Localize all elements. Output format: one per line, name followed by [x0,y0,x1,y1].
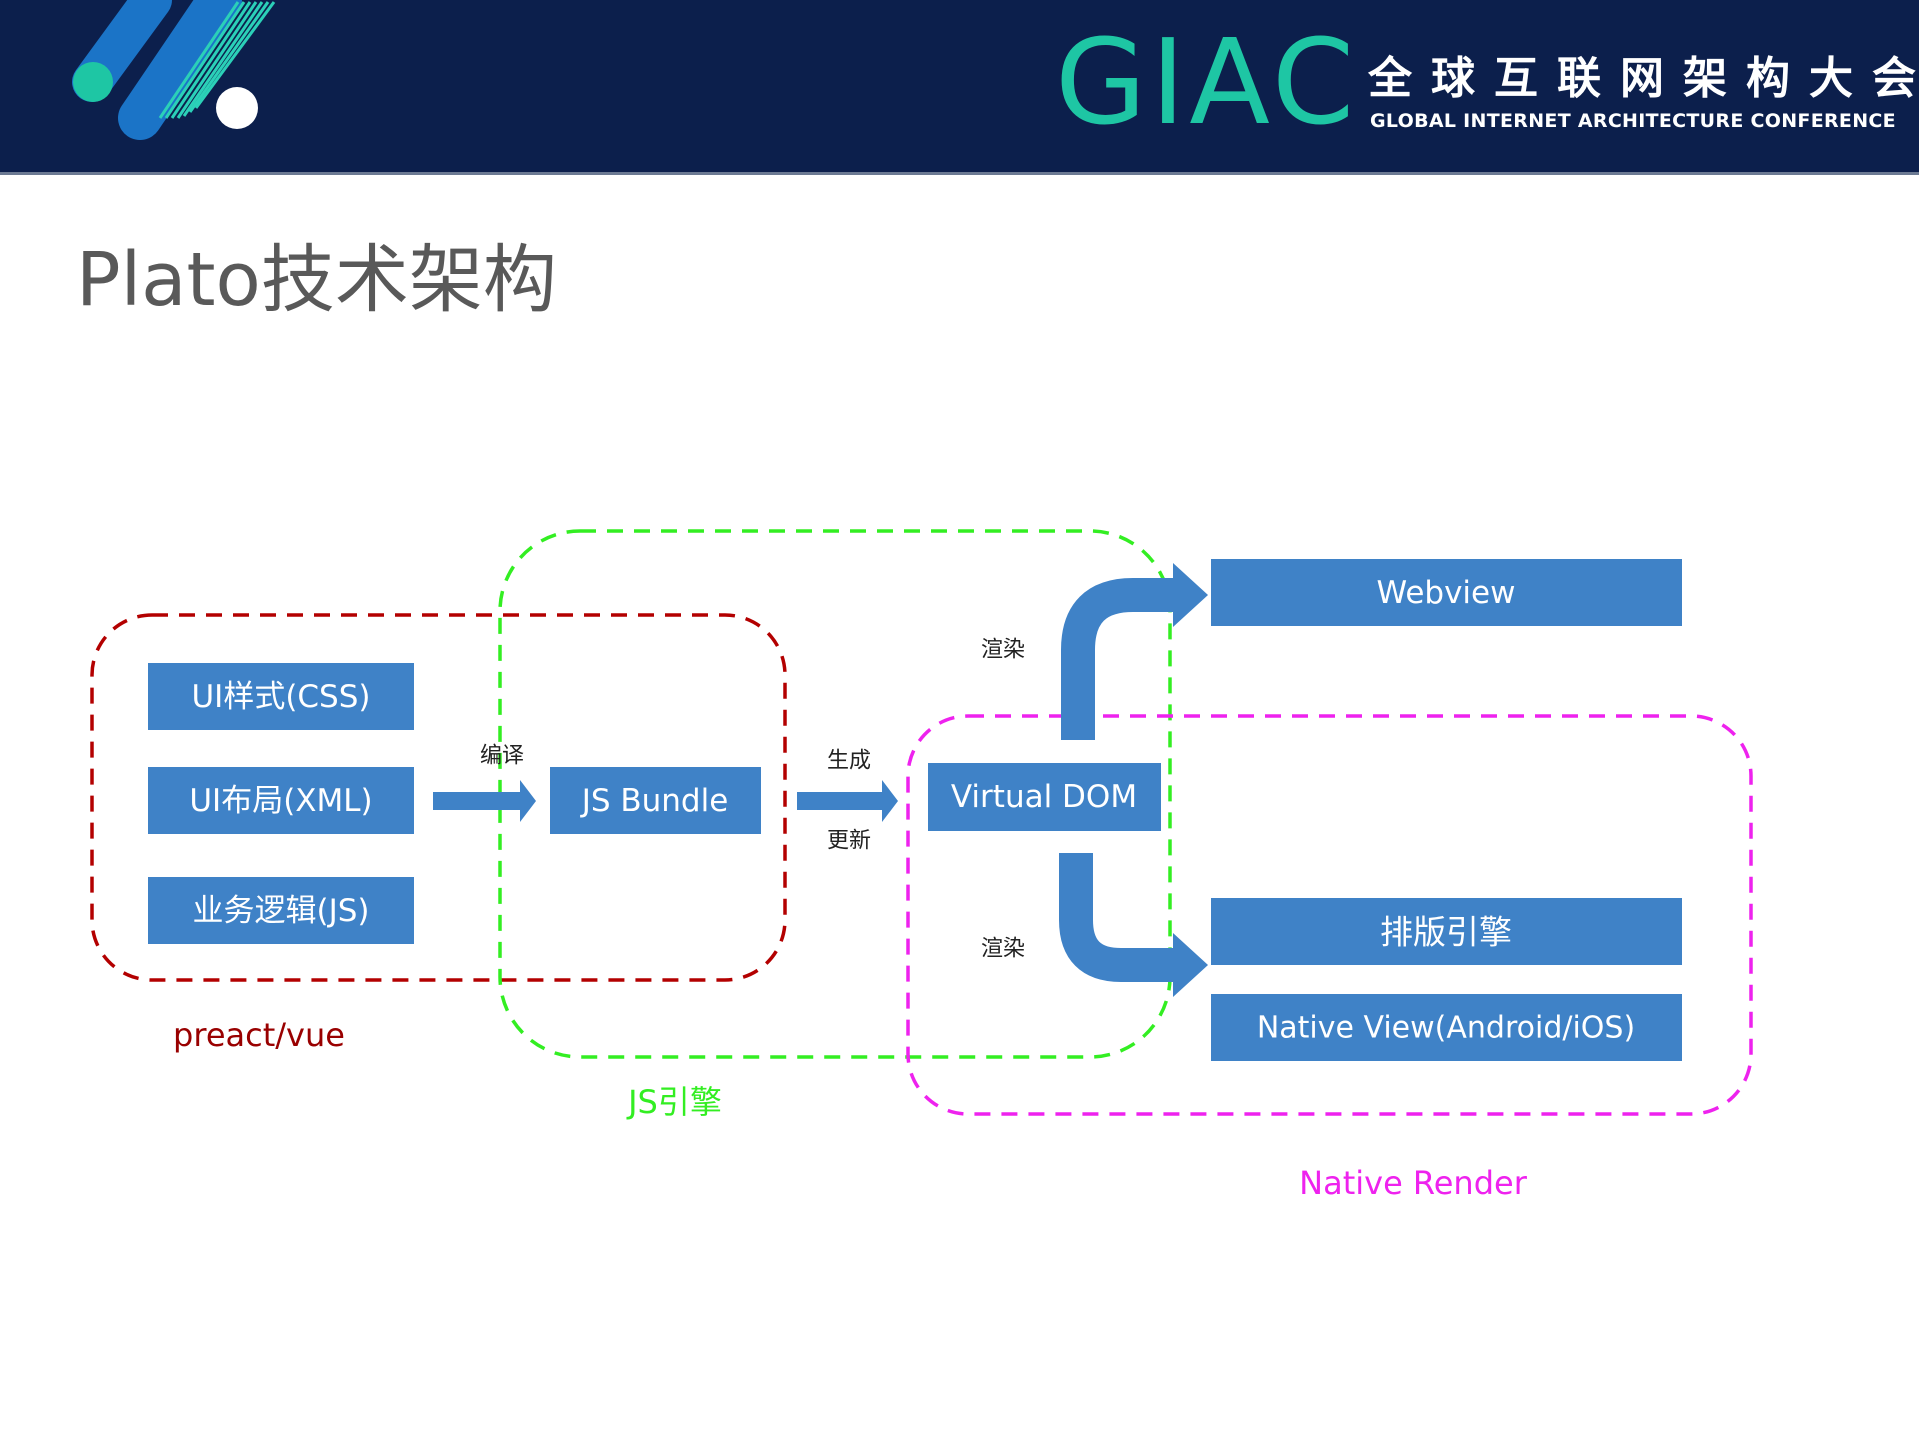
render-webview-arrow [1061,578,1185,740]
edge-label-update: 更新 [827,829,871,854]
group-label-js-engine: JS引擎 [626,1083,722,1121]
conference-logo-icon [72,0,276,140]
node-ui-css [148,663,414,730]
compile-arrow [433,780,536,822]
node-js-bundle-label: JS Bundle [580,783,729,819]
node-business-logic [148,877,414,944]
node-business-logic-label: 业务逻辑(JS) [192,893,369,929]
node-virtual-dom-label: Virtual DOM [951,779,1137,815]
edge-label-generate: 生成 [827,749,871,774]
brand-name-cn: 全球互联网架构大会 [1368,53,1919,104]
node-js-bundle [550,767,761,834]
node-ui-xml [148,767,414,834]
generate-arrow [797,780,898,822]
group-native-render-boundary [906,714,1753,1116]
group-label-frontend: preact/vue [173,1016,345,1054]
edge-label-compile: 编译 [480,744,524,769]
node-layout-engine [1211,898,1682,965]
node-webview [1211,559,1682,626]
render-native-arrow [1059,853,1185,982]
group-label-native-render: Native Render [1299,1164,1528,1202]
brand-name: GIAC [1055,13,1359,151]
node-ui-xml-label: UI布局(XML) [189,783,372,819]
brand-name-en: GLOBAL INTERNET ARCHITECTURE CONFERENCE [1370,110,1896,132]
node-ui-css-label: UI样式(CSS) [191,679,370,715]
header-banner: GIAC 全球互联网架构大会 GLOBAL INTERNET ARCHITECT… [0,0,1919,175]
node-native-view-label: Native View(Android/iOS) [1257,1011,1635,1046]
node-virtual-dom [928,763,1161,831]
page-title: Plato技术架构 [76,237,557,323]
edge-label-render-bottom: 渲染 [981,937,1025,962]
edge-label-render-top: 渲染 [981,638,1025,663]
group-frontend-boundary [90,613,787,982]
render-native-arrowhead [1173,933,1208,997]
node-webview-label: Webview [1377,575,1516,611]
node-layout-engine-label: 排版引擎 [1380,913,1512,952]
node-native-view [1211,994,1682,1061]
render-webview-arrowhead [1173,563,1208,627]
